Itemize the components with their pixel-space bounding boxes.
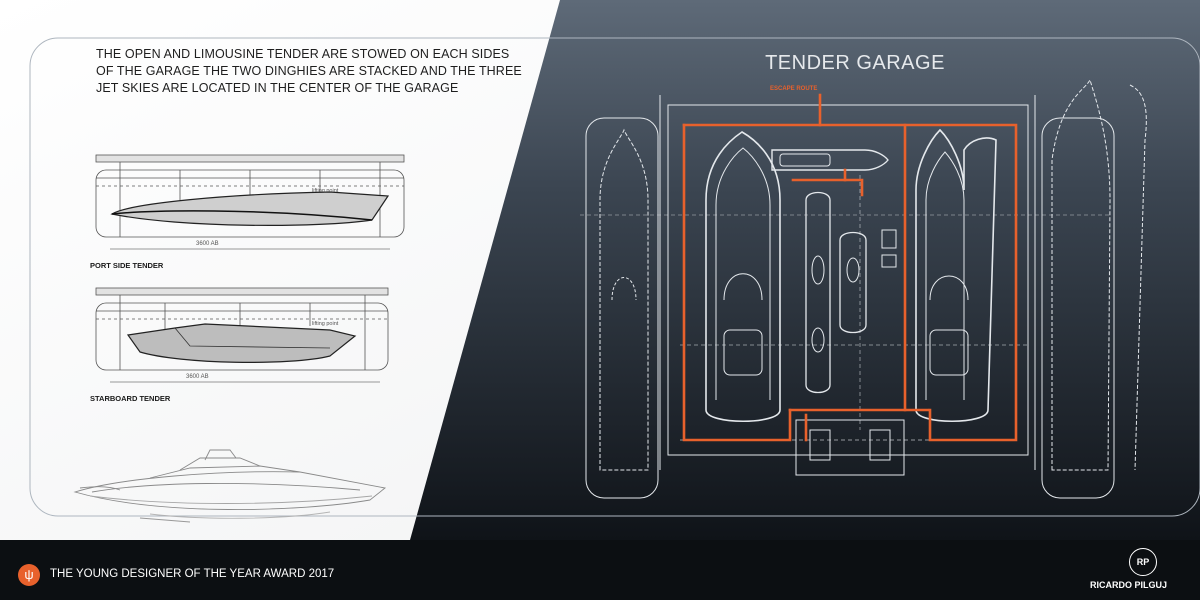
garage-title: TENDER GARAGE <box>765 52 945 74</box>
starboard-tender-elevation <box>95 287 389 383</box>
escape-route-label: ESCAPE ROUTE <box>770 86 818 92</box>
escape-route <box>682 93 1018 442</box>
designer-logo: RP <box>1129 548 1157 576</box>
garage-plan <box>580 78 1147 499</box>
award-text: THE YOUNG DESIGNER OF THE YEAR AWARD 201… <box>50 568 335 580</box>
dark-panel <box>410 0 1200 540</box>
port-lifting-label: lifting point <box>312 188 339 194</box>
port-side-tender-label: PORT SIDE TENDER <box>90 261 164 270</box>
content-frame <box>29 37 1200 517</box>
starboard-lifting-label: lifting point <box>312 321 339 327</box>
starboard-dimension-label: 3600 AB <box>186 374 209 380</box>
yacht-sketch <box>73 449 387 523</box>
garage-description: THE OPEN AND LIMOUSINE TENDER ARE STOWED… <box>96 47 522 95</box>
starboard-tender-label: STARBOARD TENDER <box>90 394 171 403</box>
port-dimension-label: 3600 AB <box>196 241 219 247</box>
port-side-tender-elevation <box>95 154 405 250</box>
footer-bar <box>0 540 1200 600</box>
designer-name: RICARDO PILGUJ <box>1090 580 1168 590</box>
trident-icon: ψ <box>18 564 40 586</box>
